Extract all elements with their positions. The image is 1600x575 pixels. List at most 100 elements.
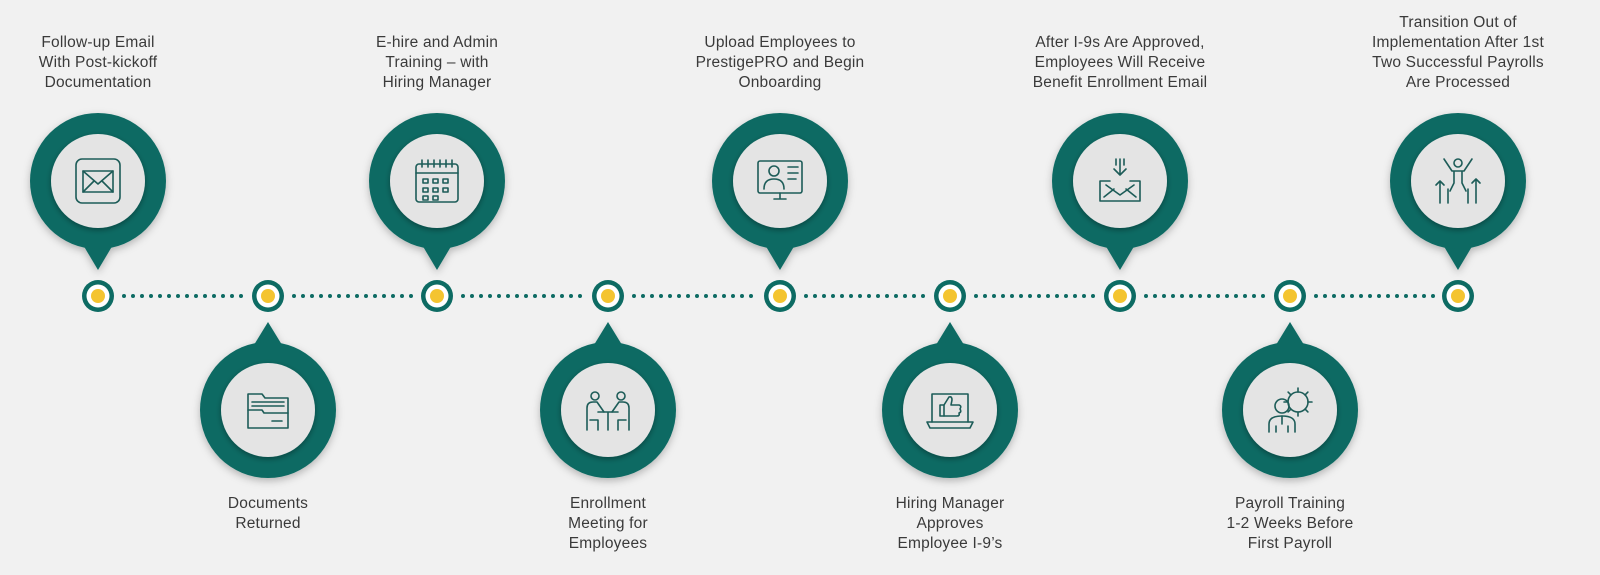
timeline-connector-dot <box>849 294 853 298</box>
timeline-connector-dot <box>391 294 395 298</box>
timeline-connector-dot <box>858 294 862 298</box>
step-icon-background <box>1411 134 1505 228</box>
computer-user-icon <box>757 160 803 200</box>
timeline-connector-dot <box>813 294 817 298</box>
timeline-connector-dot <box>122 294 126 298</box>
thumbs-up-laptop-icon <box>926 393 974 429</box>
timeline-connector-dot <box>355 294 359 298</box>
step-icon-background <box>221 363 315 457</box>
timeline-connector-dot <box>158 294 162 298</box>
timeline-connector-dot <box>1225 294 1229 298</box>
timeline-connector-dot <box>1323 294 1327 298</box>
timeline-connector-dot <box>533 294 537 298</box>
timeline-connector-dot <box>749 294 753 298</box>
timeline-connector-dot <box>740 294 744 298</box>
timeline-connector-dot <box>876 294 880 298</box>
timeline-connector-dot <box>212 294 216 298</box>
timeline-connector-dot <box>912 294 916 298</box>
timeline-connector-dot <box>1055 294 1059 298</box>
timeline-connector-dot <box>506 294 510 298</box>
timeline-connector-dot <box>1180 294 1184 298</box>
timeline-connector-dot <box>1001 294 1005 298</box>
timeline-connector-dot <box>650 294 654 298</box>
step-label: Payroll Training 1-2 Weeks Before First … <box>1226 495 1354 552</box>
timeline-connector-dot <box>497 294 501 298</box>
timeline-connector-dot <box>1091 294 1095 298</box>
timeline-connector-dot <box>149 294 153 298</box>
timeline-connector-dot <box>524 294 528 298</box>
step-label: Upload Employees to PrestigePRO and Begi… <box>695 34 865 91</box>
step-icon-background <box>51 134 145 228</box>
timeline-connector-dot <box>885 294 889 298</box>
timeline-connector-dot <box>301 294 305 298</box>
timeline-connector-dot <box>310 294 314 298</box>
timeline-connector-dot <box>831 294 835 298</box>
timeline-connector-dot <box>131 294 135 298</box>
timeline-connector-dot <box>632 294 636 298</box>
timeline-connector-dot <box>515 294 519 298</box>
timeline-connector-dot <box>1368 294 1372 298</box>
timeline-connector-dot <box>1431 294 1435 298</box>
timeline-connector-dot <box>1046 294 1050 298</box>
timeline-connector-dot <box>822 294 826 298</box>
timeline-connector-dot <box>1234 294 1238 298</box>
timeline-connector-dot <box>1386 294 1390 298</box>
timeline-connector-dot <box>1198 294 1202 298</box>
timeline-connector-dot <box>1144 294 1148 298</box>
timeline-connector-dot <box>560 294 564 298</box>
timeline-connector-dot <box>221 294 225 298</box>
timeline-connector-dot <box>551 294 555 298</box>
timeline-connector-dot <box>1261 294 1265 298</box>
timeline-connector-dot <box>1395 294 1399 298</box>
timeline-connector-dot <box>1082 294 1086 298</box>
timeline-connector-dot <box>686 294 690 298</box>
timeline-connector-dot <box>1359 294 1363 298</box>
timeline-connector-dot <box>140 294 144 298</box>
timeline-connector-dot <box>1422 294 1426 298</box>
timeline-connector-dot <box>1314 294 1318 298</box>
timeline-connector-dot <box>346 294 350 298</box>
timeline-connector-dot <box>1332 294 1336 298</box>
timeline-connector-dot <box>921 294 925 298</box>
timeline-connector-dot <box>1010 294 1014 298</box>
timeline-connector-dot <box>1064 294 1068 298</box>
timeline-connector-dot <box>578 294 582 298</box>
timeline-connector-dot <box>203 294 207 298</box>
timeline-connector-dot <box>1341 294 1345 298</box>
timeline-connector-dot <box>185 294 189 298</box>
timeline-connector-dot <box>677 294 681 298</box>
envelope-icon <box>75 158 121 204</box>
timeline-connector-dot <box>704 294 708 298</box>
timeline-connector-dot <box>400 294 404 298</box>
step-label: Transition Out of Implementation After 1… <box>1372 14 1544 91</box>
step-icon-background <box>390 134 484 228</box>
timeline-connector-dot <box>1377 294 1381 298</box>
step-label: E-hire and Admin Training – with Hiring … <box>375 34 499 91</box>
calendar-icon <box>415 159 459 203</box>
timeline-connector-dot <box>373 294 377 298</box>
timeline-connector-dot <box>1171 294 1175 298</box>
timeline-connector-dot <box>364 294 368 298</box>
timeline-connector-dot <box>731 294 735 298</box>
timeline-connector-dot <box>569 294 573 298</box>
timeline-connector-dot <box>1153 294 1157 298</box>
step-label: Documents Returned <box>227 495 309 532</box>
step-label: After I-9s Are Approved, Employees Will … <box>1032 34 1208 91</box>
timeline-connector-dot <box>840 294 844 298</box>
timeline-connector-dot <box>1073 294 1077 298</box>
meeting-icon <box>586 391 630 431</box>
timeline-connector-dot <box>239 294 243 298</box>
timeline-connector-dot <box>1189 294 1193 298</box>
timeline-connector-dot <box>1252 294 1256 298</box>
folder-icon <box>247 393 289 429</box>
timeline-connector-dot <box>1028 294 1032 298</box>
person-gear-icon <box>1268 387 1313 433</box>
timeline-connector-dot <box>1162 294 1166 298</box>
timeline-connector-dot <box>479 294 483 298</box>
timeline-connector-dot <box>176 294 180 298</box>
timeline-connector-dot <box>1404 294 1408 298</box>
timeline-connector-dot <box>659 294 663 298</box>
timeline-connector-dot <box>641 294 645 298</box>
